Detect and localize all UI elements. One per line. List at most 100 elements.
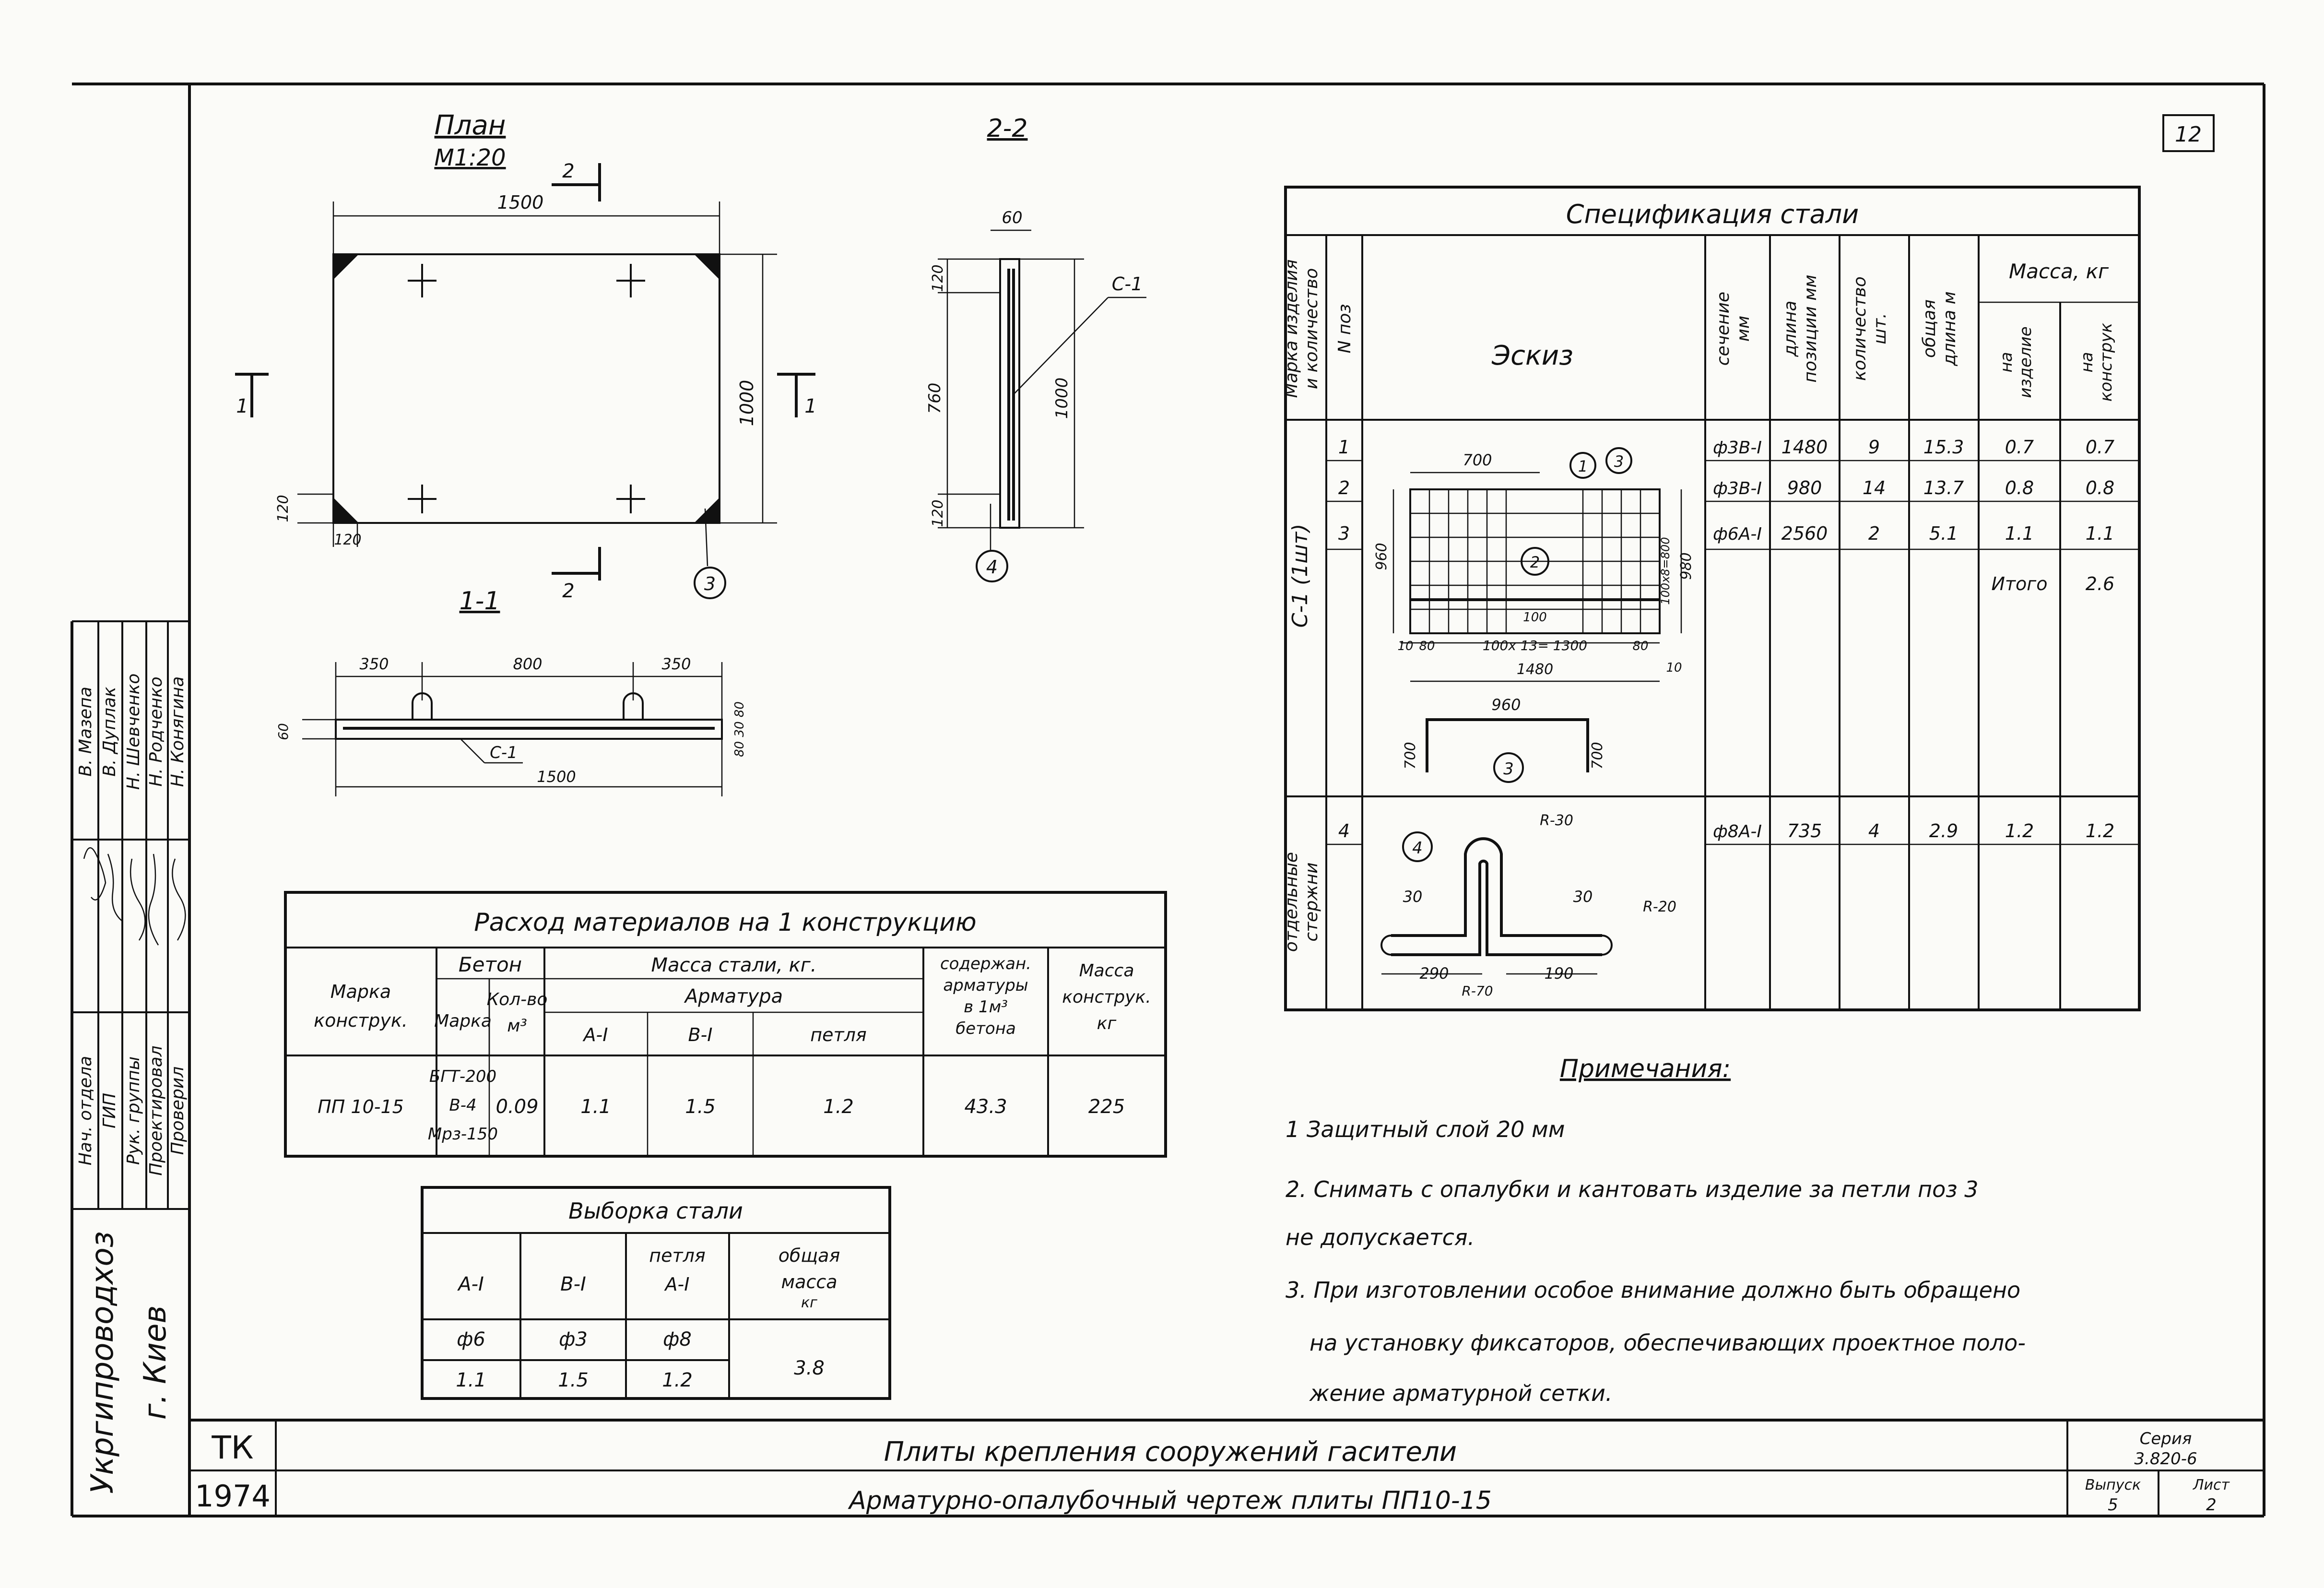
section-22-label-c1: С-1 bbox=[1112, 273, 1143, 295]
sketch-dim-290: 290 bbox=[1419, 964, 1449, 983]
spec-row-4-m2: 1.2 bbox=[2086, 820, 2114, 841]
sketch-dim-10r: 10 bbox=[1666, 661, 1682, 675]
sketch-dim-960: 960 bbox=[1373, 543, 1390, 570]
spec-group-c1: С-1 (1шт) bbox=[1288, 524, 1312, 628]
plan-dim-corner-h: 120 bbox=[334, 532, 361, 548]
stamp-role-1: Нач. отдела bbox=[76, 1056, 95, 1165]
materials-r-volume: 0.09 bbox=[495, 1096, 538, 1118]
spec-row-3-len: 2560 bbox=[1781, 523, 1828, 544]
spec-row-1-pos: 1 bbox=[1338, 437, 1350, 458]
stamp-role-4: Проектировал bbox=[146, 1045, 166, 1175]
plan-cut-1-left: 1 bbox=[236, 395, 248, 417]
spec-total-label: Итого bbox=[1991, 573, 2047, 594]
sketch-dim-100: 100 bbox=[1523, 610, 1547, 625]
spec-row-1-sec: ф3В-I bbox=[1713, 438, 1762, 458]
materials-h-a1: А-I bbox=[582, 1024, 608, 1045]
spec-row-3-pos: 3 bbox=[1338, 523, 1350, 544]
stamp-issue: 5 bbox=[2108, 1495, 2118, 1515]
sketch-r70: R-70 bbox=[1462, 983, 1493, 999]
stamp-title-2: Арматурно-опалубочный чертеж плиты ПП10-… bbox=[848, 1486, 1492, 1515]
sketch-dim-960b: 960 bbox=[1491, 696, 1521, 714]
materials-h-steel-mass: Масса стали, кг. bbox=[651, 954, 817, 976]
plan-cut-2-top: 2 bbox=[562, 160, 574, 182]
plan-dim-height: 1000 bbox=[736, 380, 757, 427]
materials-table: Расход материалов на 1 конструкцию Марка… bbox=[284, 891, 1167, 1158]
selection-h-a1: А-I bbox=[457, 1273, 484, 1295]
spec-h-pos: N поз bbox=[1335, 304, 1355, 353]
spec-row-3-m1: 1.1 bbox=[2005, 523, 2034, 544]
spec-row-4: 4 ф8А-I 735 4 2.9 1.2 1.2 bbox=[1338, 820, 2114, 841]
stamp-sheet: 2 bbox=[2206, 1495, 2217, 1515]
spec-row-2-len: 980 bbox=[1787, 477, 1822, 498]
selection-title: Выборка стали bbox=[568, 1198, 743, 1224]
stamp-year: 1974 bbox=[195, 1479, 271, 1514]
selection-v-loop: 1.2 bbox=[662, 1369, 693, 1391]
plan-title: План bbox=[435, 110, 506, 141]
title-block: ТК 1974 Плиты крепления сооружений гасит… bbox=[189, 1419, 2264, 1516]
notes-item-2b: не допускается. bbox=[1286, 1224, 1475, 1250]
stamp-name-5: Н. Конягина bbox=[168, 676, 188, 787]
spec-h-item: наизделие bbox=[1997, 326, 2035, 398]
sketch-dim-700: 700 bbox=[1463, 451, 1492, 469]
stamp-role-2: ГИП bbox=[100, 1093, 119, 1128]
spec-row-3-m2: 1.1 bbox=[2086, 523, 2114, 544]
sketch-dim-1480: 1480 bbox=[1517, 661, 1553, 678]
spec-row-4-pos: 4 bbox=[1338, 820, 1350, 841]
section-22-dim-total: 1000 bbox=[1052, 378, 1072, 419]
sketch-bar-4: R-30 R-20 R-70 30 30 290 190 4 bbox=[1380, 812, 1676, 999]
notes-item-2a: 2. Снимать с опалубки и кантовать издели… bbox=[1286, 1176, 1979, 1202]
section-22-callout-4: 4 bbox=[986, 557, 998, 578]
plan-slab-outline bbox=[332, 253, 720, 524]
spec-table: Спецификация стали Марка изделияи количе… bbox=[1282, 186, 2141, 1011]
stamp-sheet-label: Лист bbox=[2193, 1477, 2230, 1493]
selection-v-a1: 1.1 bbox=[456, 1369, 486, 1391]
plan-dim-corner-v: 120 bbox=[275, 495, 292, 522]
sketch-callout-3b: 3 bbox=[1503, 759, 1514, 779]
selection-d-a1: ф6 bbox=[457, 1328, 485, 1351]
plan-cut-1-right: 1 bbox=[804, 395, 816, 417]
left-stamp: Нач. отдела ГИП Рук. группы Проектировал… bbox=[72, 621, 189, 1494]
stamp-code: ТК bbox=[211, 1429, 253, 1466]
sketch-callout-4: 4 bbox=[1412, 839, 1423, 858]
sketch-dim-700l: 700 bbox=[1402, 742, 1419, 769]
section-11-title: 1-1 bbox=[460, 587, 500, 616]
materials-h-b1: В-I bbox=[688, 1024, 713, 1045]
stamp-title-1: Плиты крепления сооружений гасители bbox=[884, 1436, 1457, 1468]
plan-callout-3: 3 bbox=[704, 573, 716, 594]
section-11-dim-b: 800 bbox=[513, 655, 542, 673]
stamp-issue-label: Выпуск bbox=[2085, 1477, 2141, 1493]
sketch-dim-30l: 30 bbox=[1403, 888, 1423, 906]
sketch-callout-1: 1 bbox=[1578, 457, 1588, 475]
section-11-dim-a: 350 bbox=[359, 655, 389, 673]
section-11-label-c1: С-1 bbox=[490, 743, 518, 762]
stamp-name-3: Н. Шевченко bbox=[124, 674, 143, 790]
spec-h-total-len: общаядлина м bbox=[1920, 291, 1959, 367]
sketch-dim-grid: 100х 13= 1300 bbox=[1483, 638, 1587, 653]
plan-scale: М1:20 bbox=[434, 144, 506, 171]
notes-item-3b: на установку фиксаторов, обеспечивающих … bbox=[1309, 1330, 2026, 1356]
spec-row-4-len: 735 bbox=[1787, 820, 1822, 841]
page-number: 12 bbox=[2175, 122, 2202, 147]
stamp-series-label: Серия bbox=[2140, 1429, 2192, 1448]
spec-row-2-tot: 13.7 bbox=[1923, 477, 1964, 498]
spec-h-sketch: Эскиз bbox=[1491, 340, 1573, 371]
selection-h-b1: В-I bbox=[560, 1273, 586, 1295]
materials-r-mark: ПП 10-15 bbox=[318, 1096, 404, 1117]
spec-row-1: 1 ф3В-I 1480 9 15.3 0.7 0.7 bbox=[1338, 437, 2114, 458]
stamp-city: г. Киев bbox=[138, 1305, 173, 1420]
materials-r-content: 43.3 bbox=[964, 1096, 1007, 1118]
spec-row-1-tot: 15.3 bbox=[1923, 437, 1964, 458]
spec-row-3-tot: 5.1 bbox=[1929, 523, 1958, 544]
spec-row-2-pos: 2 bbox=[1338, 477, 1350, 498]
spec-row-2-m1: 0.8 bbox=[2005, 477, 2034, 498]
section-1-1: 1-1 350 800 350 1500 60 80 30 80 С-1 bbox=[275, 587, 747, 796]
plan-view: План М1:20 1500 1000 120 120 2 2 bbox=[235, 110, 817, 602]
spec-title: Спецификация стали bbox=[1566, 199, 1859, 229]
section-11-dim-total: 1500 bbox=[537, 768, 576, 786]
spec-row-4-sec: ф8А-I bbox=[1713, 822, 1762, 841]
selection-v-total: 3.8 bbox=[794, 1357, 825, 1379]
section-22-dim-top: 60 bbox=[1002, 208, 1022, 227]
